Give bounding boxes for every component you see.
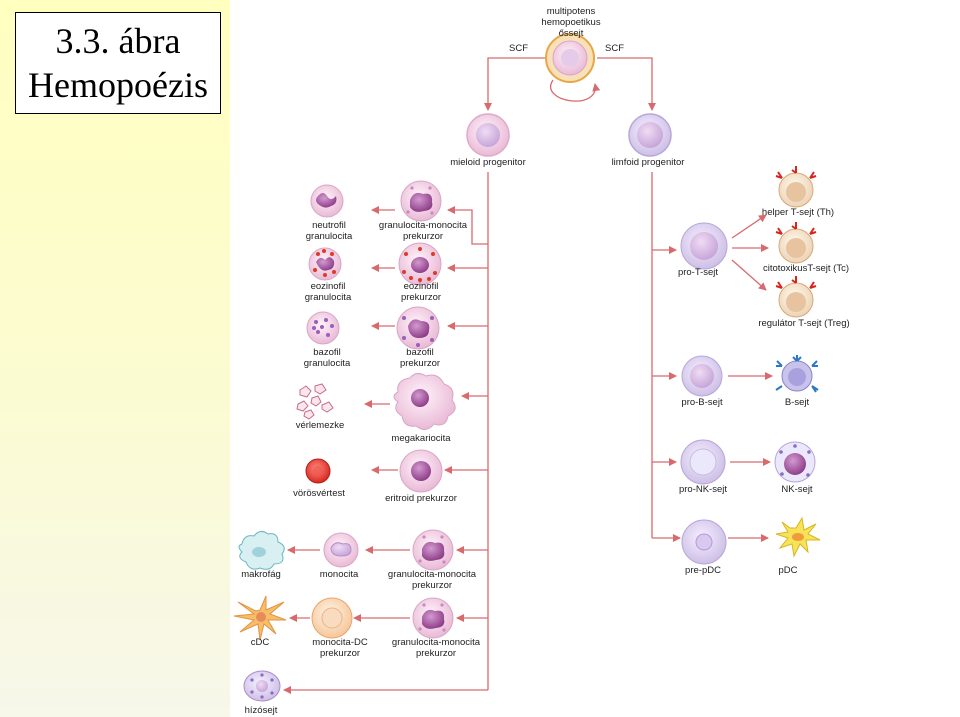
- neutrophil-label-2: granulocita: [306, 231, 353, 242]
- monocyte-dc-precursor-cell: [311, 597, 353, 639]
- gm-precursor-1-cell: [400, 180, 442, 222]
- gm-precursor-1-label-1: granulocita-monocita: [379, 220, 468, 231]
- gm-precursor-1-label-2: prekurzor: [403, 231, 443, 242]
- erythrocyte-cell: [305, 458, 331, 484]
- labels: multipotens hemopoetikus őssejt SCF SCF …: [241, 6, 849, 716]
- stem-label-2: hemopoetikus: [541, 17, 600, 28]
- basophil-label-1: bazofil: [313, 347, 340, 358]
- scf-left-label: SCF: [509, 43, 528, 54]
- arrow-stem-to-myeloid: [484, 57, 545, 111]
- myeloid-progenitor-label: mieloid progenitor: [450, 157, 526, 168]
- arrow-treg: [731, 259, 767, 291]
- b-cell: [775, 355, 819, 393]
- arrow-th: [731, 214, 767, 239]
- cytotoxic-t-cell: [775, 222, 817, 264]
- connector-lines: [283, 57, 773, 694]
- eosinophil-cell: [308, 247, 342, 281]
- gm-precursor-3-label-1: granulocita-monocita: [392, 637, 481, 648]
- eosinophil-label-1: eozinofil: [311, 281, 346, 292]
- cdc-label: cDC: [251, 637, 270, 648]
- gm-precursor-3-cell: [412, 597, 454, 639]
- basophil-label-2: granulocita: [304, 358, 351, 369]
- figure-title: Hemopoézis: [28, 65, 208, 105]
- gm-precursor-3-label-2: prekurzor: [416, 648, 456, 659]
- neutrophil-label-1: neutrofil: [312, 220, 346, 231]
- eosinophil-label-2: granulocita: [305, 292, 352, 303]
- lymphoid-progenitor-label: limfoid progenitor: [612, 157, 685, 168]
- pro-b-label: pro-B-sejt: [681, 397, 723, 408]
- arrow-gm-1: [447, 206, 488, 245]
- mast-cell-label: hízósejt: [245, 705, 278, 716]
- b-cell-label: B-sejt: [785, 397, 810, 408]
- pro-nk-label: pro-NK-sejt: [679, 484, 727, 495]
- sidebar-panel: 3.3. ábra Hemopoézis: [0, 0, 230, 717]
- arrow-stem-to-lymphoid: [597, 57, 656, 111]
- gm-precursor-2-label-1: granulocita-monocita: [388, 569, 477, 580]
- basophil-precursor-label-2: prekurzor: [400, 358, 440, 369]
- myeloid-progenitor-cell: [466, 113, 510, 157]
- lymphoid-progenitor-cell: [628, 113, 672, 157]
- helper-t-cell: [775, 166, 817, 208]
- megakaryocyte-cell: [393, 372, 456, 430]
- eosinophil-precursor-label-2: prekurzor: [401, 292, 441, 303]
- gm-precursor-2-cell: [412, 529, 454, 571]
- pre-pdc-cell: [681, 519, 727, 565]
- pro-t-label: pro-T-sejt: [678, 267, 718, 278]
- macrophage-label: makrofág: [241, 569, 281, 580]
- basophil-precursor-label-1: bazofil: [406, 347, 433, 358]
- tc-label: citotoxikusT-sejt (Tc): [763, 263, 849, 274]
- erythroid-precursor-cell: [399, 449, 443, 493]
- monocyte-cell: [323, 532, 359, 568]
- basophil-cell: [306, 311, 340, 345]
- cdc-cell: [233, 595, 287, 641]
- stem-label-1: multipotens: [547, 6, 596, 17]
- erythrocyte-label: vörösvértest: [293, 488, 345, 499]
- eosinophil-precursor-cell: [398, 242, 442, 286]
- stem-label-3: őssejt: [559, 28, 584, 39]
- basophil-precursor-cell: [396, 306, 440, 350]
- neutrophil-cell: [310, 184, 344, 218]
- pdc-label: pDC: [778, 565, 797, 576]
- mast-cell: [243, 670, 281, 702]
- stem-cell: [545, 33, 595, 83]
- platelets-cells: [296, 383, 334, 420]
- monocyte-label: monocita: [320, 569, 359, 580]
- nk-cell: [774, 441, 816, 483]
- nk-cell-label: NK-sejt: [781, 484, 813, 495]
- th-label: helper T-sejt (Th): [762, 207, 834, 218]
- regulatory-t-cell: [775, 276, 817, 318]
- monocyte-dc-precursor-label-1: monocita-DC: [312, 637, 368, 648]
- macrophage-cell: [238, 530, 285, 570]
- pre-pdc-label: pre-pDC: [685, 565, 721, 576]
- figure-number: 3.3. ábra: [55, 21, 181, 61]
- gm-precursor-2-label-2: prekurzor: [412, 580, 452, 591]
- erythroid-precursor-label: eritroid prekurzor: [385, 493, 457, 504]
- platelets-label: vérlemezke: [296, 420, 345, 431]
- title-box: 3.3. ábra Hemopoézis: [15, 12, 221, 114]
- eosinophil-precursor-label-1: eozinofil: [404, 281, 439, 292]
- pdc-cell: [775, 516, 821, 558]
- pro-b-cell: [681, 355, 723, 397]
- megakaryocyte-label: megakariocita: [391, 433, 451, 444]
- arrow-self-renewal: [550, 79, 601, 102]
- monocyte-dc-precursor-label-2: prekurzor: [320, 648, 360, 659]
- treg-label: regulátor T-sejt (Treg): [758, 318, 849, 329]
- pro-nk-cell: [680, 439, 726, 485]
- pro-t-cell: [680, 222, 728, 270]
- scf-right-label: SCF: [605, 43, 624, 54]
